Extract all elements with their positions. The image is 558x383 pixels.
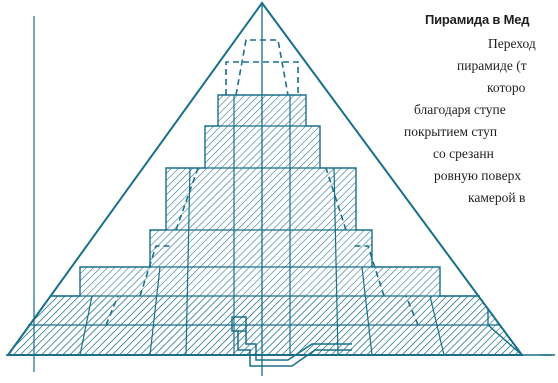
caption-line: камерой в — [468, 190, 526, 205]
caption-title: Пирамида в Мед — [425, 12, 530, 27]
caption-line: благодаря ступе — [414, 102, 506, 117]
caption-line: покрытием ступ — [404, 124, 498, 139]
caption-line: ровную поверх — [434, 168, 522, 183]
masonry-verticals — [79, 95, 445, 356]
caption-line: со срезанн — [433, 146, 494, 161]
dashed-earlier-phases — [105, 39, 419, 326]
burial-chamber-corridor — [231, 316, 352, 367]
caption-line: которо — [487, 80, 526, 95]
caption-line: Переход — [488, 36, 536, 51]
caption-line: пирамиде (т — [457, 58, 527, 73]
